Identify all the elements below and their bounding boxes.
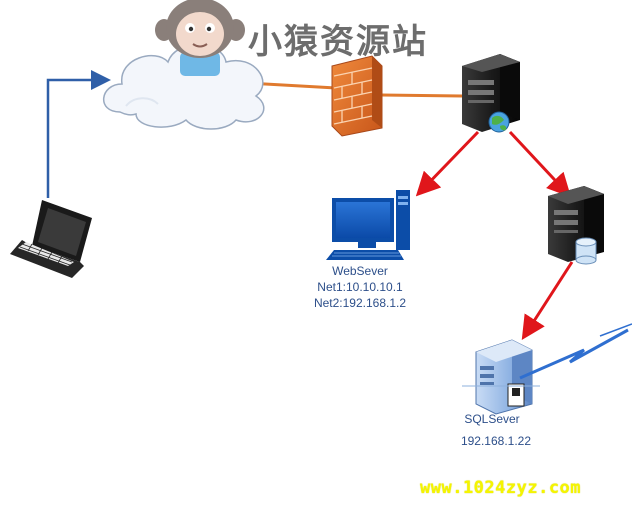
webserver-monitor-icon [326,190,410,260]
webserver-name-label: WebSever [332,264,388,278]
arrow-to-webserver [415,130,480,197]
sqlserver-name-label: SQLSever [464,412,520,426]
laptop-icon [10,200,92,278]
webserver-net2-label: Net2:192.168.1.2 [313,296,407,310]
lightning-icon [519,328,629,380]
brand-url-watermark: www.1024zyz.com [420,478,582,498]
webserver-net1-label: Net1:10.10.10.1 [317,280,403,294]
client-link [46,70,111,198]
gateway-server-icon [462,54,520,133]
arrow-to-sqlserver [521,261,574,341]
cloud-icon [102,44,265,130]
brand-title: 小猿资源站 [248,22,428,62]
firewall-icon [331,55,383,137]
arrow-to-dbserver [508,130,572,198]
firewall-link [377,93,463,98]
phone-icon [507,383,525,407]
sqlserver-ip-label: 192.168.1.22 [460,434,532,448]
sqlserver-tower-icon [475,339,533,415]
db-server-icon [548,186,604,265]
lightning-tail [599,323,632,337]
monkey-logo-icon [155,0,245,76]
